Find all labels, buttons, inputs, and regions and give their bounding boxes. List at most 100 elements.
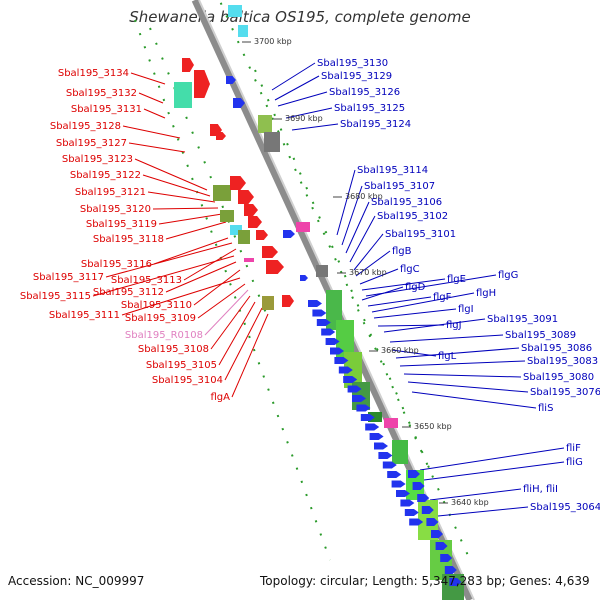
gene-arrow[interactable] <box>233 98 245 108</box>
gene-label-right[interactable]: fliG <box>566 457 583 468</box>
gene-arrow[interactable] <box>238 190 254 204</box>
gene-arrow[interactable] <box>262 246 278 258</box>
gene-arrow[interactable] <box>374 442 388 450</box>
gene-block[interactable] <box>228 5 242 17</box>
gene-arrow[interactable] <box>308 300 322 307</box>
gene-block[interactable] <box>238 25 248 37</box>
gene-arrow[interactable] <box>182 58 194 72</box>
gene-label-right[interactable]: Sbal195_3126 <box>329 87 400 98</box>
gene-block[interactable] <box>264 132 280 152</box>
gene-label-right[interactable]: fliF <box>566 443 581 454</box>
gene-arrow[interactable] <box>266 260 284 274</box>
gene-label-right[interactable]: Sbal195_3083 <box>527 356 598 367</box>
gene-arrow[interactable] <box>409 518 424 526</box>
gene-arrow[interactable] <box>343 376 358 383</box>
gene-arrow[interactable] <box>321 328 336 336</box>
gene-block[interactable] <box>296 222 310 232</box>
gene-arrow[interactable] <box>230 176 246 190</box>
gene-block[interactable] <box>244 258 254 262</box>
gene-block[interactable] <box>220 210 234 222</box>
gene-label-left[interactable]: Sbal195_3111 <box>49 310 120 321</box>
gene-arrow[interactable] <box>334 357 349 364</box>
gene-label-right[interactable]: flgC <box>400 264 420 275</box>
gene-block[interactable] <box>262 296 274 310</box>
gene-arrow[interactable] <box>338 366 353 374</box>
gene-block[interactable] <box>174 82 192 108</box>
gene-label-right[interactable]: Sbal195_3086 <box>521 343 592 354</box>
gene-label-right[interactable]: flgH <box>476 288 496 299</box>
gene-label-left[interactable]: Sbal195_3122 <box>70 170 141 181</box>
gene-label-right[interactable]: Sbal195_3076 <box>530 387 600 398</box>
gene-arrow[interactable] <box>404 509 419 516</box>
gene-arrow[interactable] <box>316 319 331 326</box>
gene-label-left[interactable]: Sbal195_3119 <box>86 219 157 230</box>
gene-label-right[interactable]: flgG <box>498 270 518 281</box>
gene-arrow[interactable] <box>282 295 294 307</box>
gene-label-left[interactable]: Sbal195_3128 <box>50 121 121 132</box>
gene-arrow[interactable] <box>400 499 415 507</box>
gene-arrow[interactable] <box>396 490 410 497</box>
gene-label-right[interactable]: flgJ <box>446 320 462 331</box>
gene-label-right[interactable]: Sbal195_3106 <box>371 197 442 208</box>
gene-label-left[interactable]: Sbal195_3104 <box>152 375 223 386</box>
gene-label-left[interactable]: Sbal195_3108 <box>138 344 209 355</box>
gene-arrow[interactable] <box>360 414 375 421</box>
gene-arrow[interactable] <box>216 132 226 140</box>
gene-block[interactable] <box>384 418 398 428</box>
gene-arrow[interactable] <box>391 480 406 488</box>
gene-label-left[interactable]: Sbal195_3116 <box>81 259 152 270</box>
gene-label-left[interactable]: Sbal195_3118 <box>93 234 164 245</box>
gene-block[interactable] <box>238 230 250 244</box>
gene-label-left[interactable]: Sbal195_3120 <box>80 204 151 215</box>
gene-arrow[interactable] <box>283 230 295 238</box>
gene-block[interactable] <box>316 265 328 277</box>
gene-label-right[interactable]: Sbal195_3080 <box>523 372 594 383</box>
gene-arrow[interactable] <box>356 404 371 412</box>
gene-label-right[interactable]: Sbal195_3124 <box>340 119 411 130</box>
gene-label-right[interactable]: Sbal195_3102 <box>377 211 448 222</box>
gene-label-right[interactable]: Sbal195_3107 <box>364 181 435 192</box>
gene-label-left[interactable]: Sbal195_3110 <box>121 300 192 311</box>
gene-arrow[interactable] <box>440 554 453 562</box>
gene-label-left[interactable]: Sbal195_R0108 <box>125 330 203 341</box>
gene-arrow[interactable] <box>408 470 420 478</box>
gene-arrow[interactable] <box>365 423 380 431</box>
gene-label-left[interactable]: Sbal195_3109 <box>125 313 196 324</box>
gene-arrow[interactable] <box>378 452 393 459</box>
gene-arrow[interactable] <box>417 494 430 502</box>
gene-label-left[interactable]: Sbal195_3123 <box>62 154 133 165</box>
gene-arrow[interactable] <box>226 76 236 84</box>
gene-label-right[interactable]: Sbal195_3129 <box>321 71 392 82</box>
gene-block[interactable] <box>230 225 242 235</box>
gene-label-right[interactable]: flgI <box>458 304 474 315</box>
gene-arrow[interactable] <box>444 566 457 574</box>
gene-label-right[interactable]: fliS <box>538 403 553 414</box>
gene-arrow[interactable] <box>387 471 402 478</box>
gene-block[interactable] <box>368 412 382 422</box>
gene-arrow[interactable] <box>347 385 362 393</box>
gene-arrow[interactable] <box>256 230 268 240</box>
gene-block[interactable] <box>213 185 231 201</box>
gene-label-right[interactable]: flgB <box>392 246 412 257</box>
gene-label-left[interactable]: Sbal195_3112 <box>93 287 164 298</box>
gene-label-left[interactable]: Sbal195_3121 <box>75 187 146 198</box>
gene-label-left[interactable]: Sbal195_3131 <box>71 104 142 115</box>
gene-label-right[interactable]: fliH, fliI <box>523 484 558 495</box>
gene-arrow[interactable] <box>449 578 462 586</box>
gene-arrow[interactable] <box>426 518 439 526</box>
gene-label-right[interactable]: flgF <box>433 292 452 303</box>
gene-block[interactable] <box>392 440 408 464</box>
gene-arrow[interactable] <box>412 482 425 490</box>
gene-label-right[interactable]: flgD <box>405 282 426 293</box>
gene-label-right[interactable]: Sbal195_3089 <box>505 330 576 341</box>
gene-label-left[interactable]: Sbal195_3127 <box>56 138 127 149</box>
gene-arrow[interactable] <box>421 506 434 514</box>
gene-label-right[interactable]: Sbal195_3091 <box>487 314 558 325</box>
gene-label-left[interactable]: Sbal195_3117 <box>33 272 104 283</box>
gene-arrow[interactable] <box>248 216 262 228</box>
gene-arrow[interactable] <box>194 70 210 98</box>
gene-arrow[interactable] <box>330 347 344 355</box>
gene-label-right[interactable]: flgE <box>447 274 466 285</box>
gene-arrow[interactable] <box>435 542 448 550</box>
gene-label-left[interactable]: Sbal195_3132 <box>66 88 137 99</box>
